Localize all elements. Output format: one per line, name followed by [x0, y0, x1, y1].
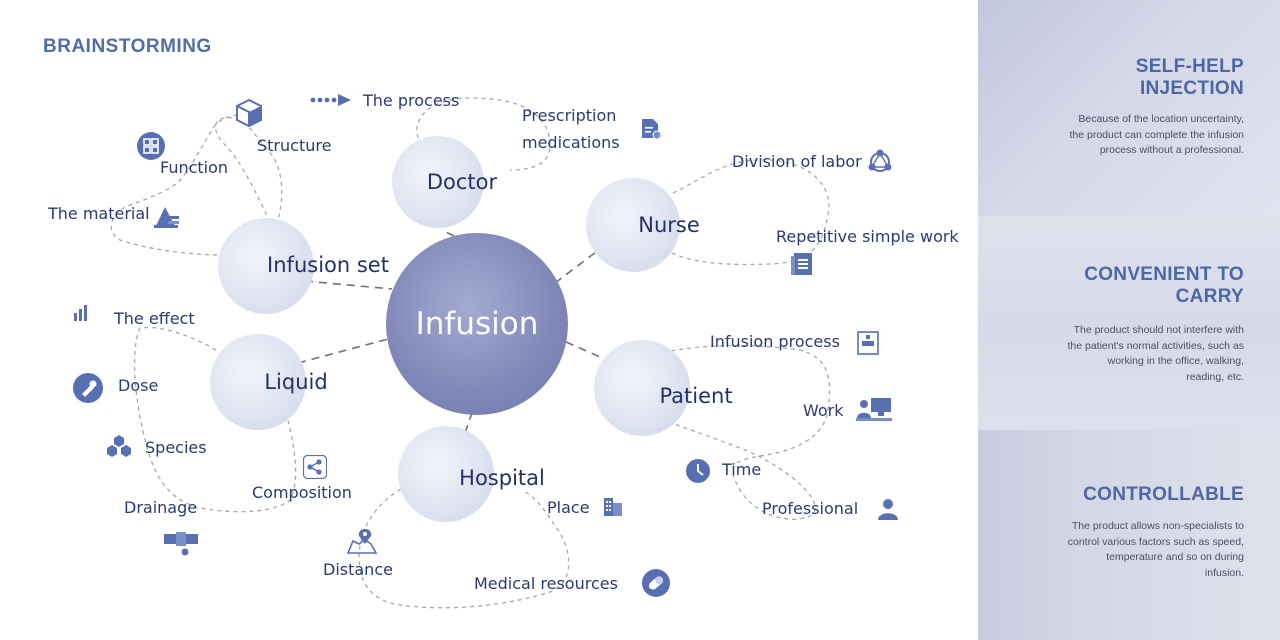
clock-icon [686, 459, 710, 483]
feature-card-controllable: CONTROLLABLE The product allows non-spec… [978, 430, 1280, 640]
node-patient[interactable]: Patient [594, 340, 733, 436]
label-structure: Structure [257, 136, 332, 155]
label-infusion-process: Infusion process [710, 332, 840, 351]
arrow-icon [310, 94, 351, 106]
capsule-icon [642, 569, 670, 597]
label-medical-resources: Medical resources [474, 574, 618, 593]
label-division: Division of labor [732, 152, 862, 171]
card-background-image [978, 0, 1280, 216]
label-effect: The effect [114, 309, 195, 328]
list-document-icon [791, 253, 812, 275]
label-process: The process [363, 91, 460, 110]
label-material: The material [48, 204, 150, 223]
card-title-controllable: CONTROLLABLE [1083, 484, 1244, 505]
building-icon [604, 498, 622, 516]
layers-icon [154, 207, 179, 228]
network-icon [868, 149, 892, 172]
label-repetitive: Repetitive simple work [776, 227, 959, 246]
label-work: Work [803, 401, 844, 420]
label-species: Species [145, 438, 207, 457]
node-doctor[interactable]: Doctor [392, 136, 497, 228]
node-liquid[interactable]: Liquid [210, 334, 328, 430]
page-title: BRAINSTORMING [43, 36, 212, 57]
card-background-image [978, 430, 1280, 640]
label-composition: Composition [252, 483, 352, 502]
label-distance: Distance [323, 560, 393, 579]
bar-chart-icon [74, 305, 87, 321]
user-icon [878, 499, 898, 520]
label-dose: Dose [118, 376, 159, 395]
node-hospital-label: Hospital [459, 466, 545, 490]
node-liquid-label: Liquid [264, 370, 328, 394]
pill-dropper-icon [73, 373, 103, 403]
label-place: Place [547, 498, 590, 517]
workstation-icon [856, 398, 892, 421]
cube-icon [236, 98, 262, 128]
drain-pipe-icon [164, 532, 198, 556]
label-professional: Professional [762, 499, 859, 518]
card-background-image [978, 216, 1280, 430]
center-label: Infusion [415, 306, 539, 342]
label-function: Function [160, 158, 229, 177]
node-patient-label: Patient [659, 384, 733, 408]
node-infusion-set-label: Infusion set [267, 253, 389, 277]
label-prescription-1: Prescription [522, 106, 617, 125]
label-time: Time [722, 460, 762, 479]
document-icon [642, 119, 662, 140]
label-drainage: Drainage [124, 498, 198, 517]
node-doctor-label: Doctor [426, 170, 498, 194]
connector-lines [110, 97, 831, 609]
share-icon [303, 455, 327, 479]
center-node[interactable]: Infusion [386, 233, 568, 415]
map-pin-icon [347, 529, 377, 554]
hospital-bed-icon [857, 331, 879, 355]
node-nurse-label: Nurse [638, 213, 700, 237]
node-infusion-set[interactable]: Infusion set [218, 218, 389, 314]
grid-icon [137, 132, 165, 160]
node-hospital[interactable]: Hospital [398, 426, 545, 522]
molecules-icon [107, 435, 131, 457]
label-prescription-2: medications [522, 133, 620, 152]
node-nurse[interactable]: Nurse [586, 178, 700, 272]
card-text-self-help: Because of the location uncertainty,the … [1069, 113, 1244, 156]
